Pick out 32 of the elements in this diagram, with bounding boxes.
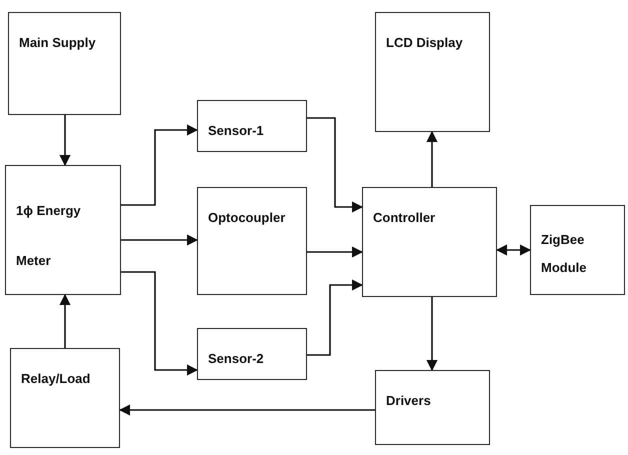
arrow: [121, 124, 198, 206]
block-box: [197, 187, 307, 295]
block-label: Controller: [373, 210, 436, 226]
arrow: [121, 271, 198, 376]
block-box: [197, 328, 307, 380]
arrow: [426, 297, 438, 372]
block-label: 1ϕ Energy Meter: [16, 202, 82, 270]
block-box: [375, 12, 490, 132]
block-box: [362, 187, 497, 297]
arrow: [121, 234, 198, 246]
block-label: ZigBee Module: [541, 231, 588, 277]
block-label: Sensor-1: [208, 123, 265, 139]
arrow: [59, 115, 71, 166]
arrow: [307, 117, 364, 213]
block-label: Main Supply: [19, 35, 97, 51]
arrow: [307, 279, 364, 356]
arrow: [307, 246, 364, 258]
arrow: [118, 404, 375, 416]
block-box: [10, 348, 120, 448]
block-label: Relay/Load: [21, 371, 92, 387]
block-box: [530, 205, 625, 295]
block-box: [375, 370, 490, 445]
arrow: [59, 294, 71, 348]
block-label: Sensor-2: [208, 351, 265, 367]
block-label: Optocoupler: [208, 210, 286, 226]
arrow: [496, 244, 532, 256]
block-box: [5, 165, 121, 295]
arrow: [426, 130, 438, 187]
block-box: [8, 12, 121, 115]
block-label: Drivers: [386, 393, 432, 409]
block-box: [197, 100, 307, 152]
block-label: LCD Display: [386, 35, 464, 51]
